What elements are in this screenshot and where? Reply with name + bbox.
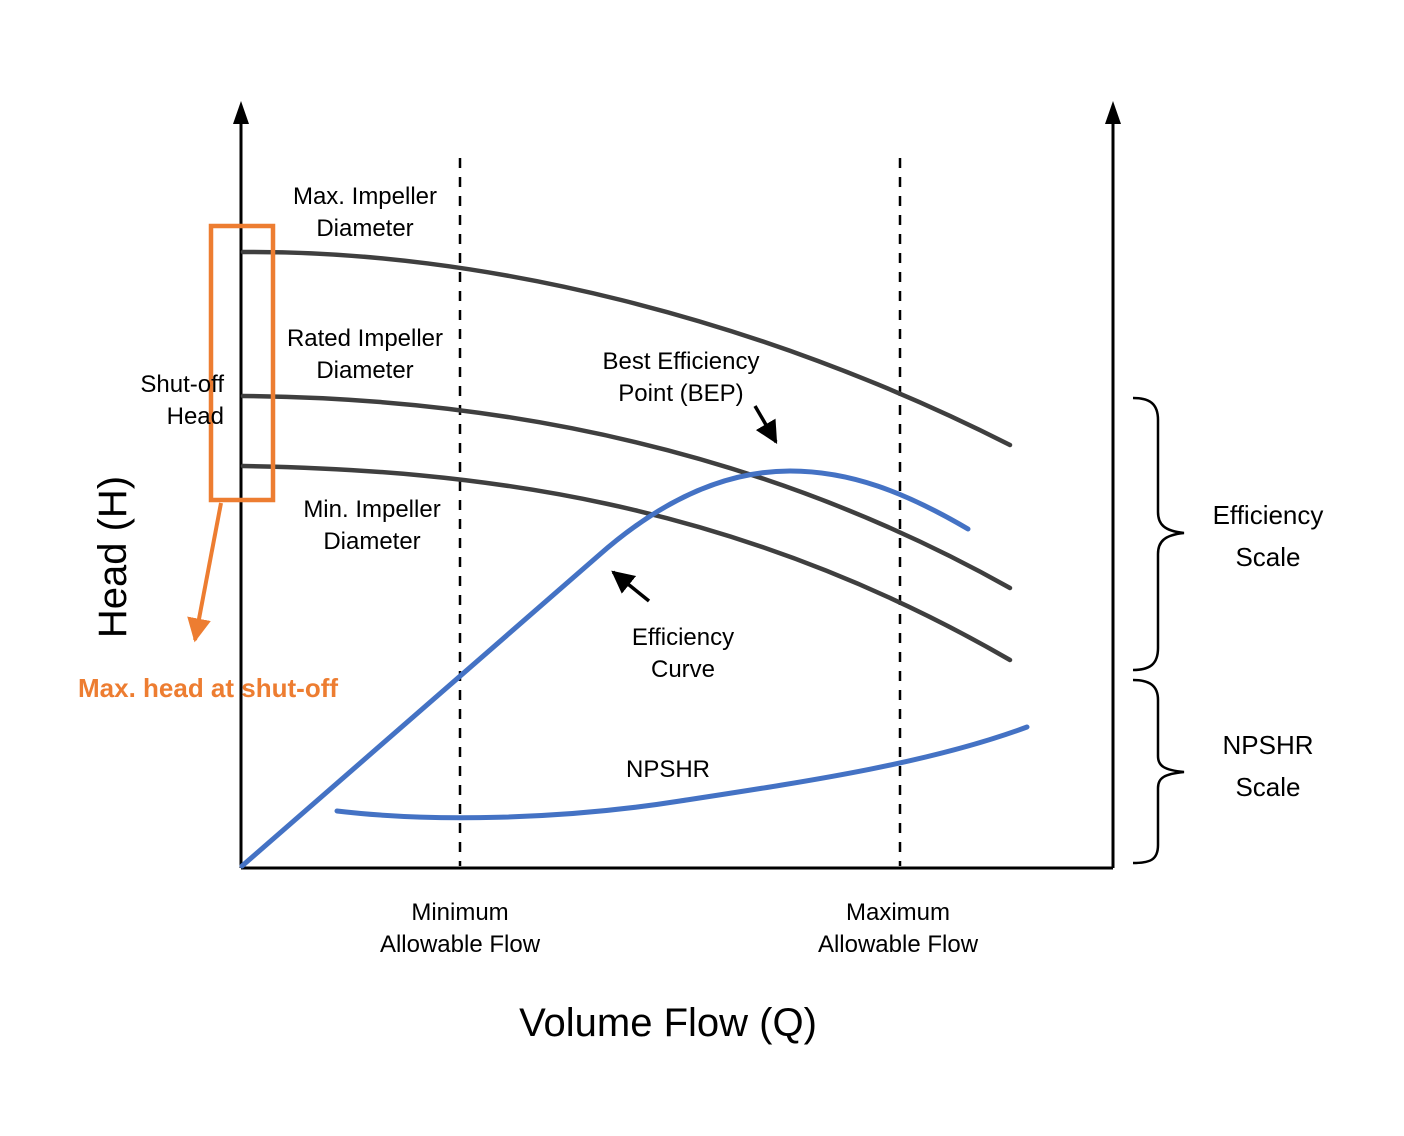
max-impeller-label-line1: Max. Impeller	[293, 183, 437, 210]
x-axis-title: Volume Flow (Q)	[519, 1001, 817, 1045]
min-allowable-flow-label-line2: Allowable Flow	[380, 931, 541, 958]
rated-impeller-curve	[240, 393, 1013, 591]
efficiency-scale-brace	[1132, 396, 1185, 672]
min-impeller-label-line2: Diameter	[323, 528, 420, 555]
max-impeller-label-line2: Diameter	[316, 215, 413, 242]
npshr-curve-label: NPSHR	[626, 756, 710, 783]
shut-off-head-label-line1: Shut-off	[140, 371, 224, 398]
y-axis-left-arrowhead-icon	[233, 101, 249, 124]
y-axis-title: Head (H)	[91, 476, 135, 638]
npshr-scale-label-line2: Scale	[1235, 772, 1300, 802]
shut-off-head-label-line2: Head	[167, 403, 224, 430]
max-allowable-flow-label-line1: Maximum	[846, 899, 950, 926]
bep-label-line2: Point (BEP)	[618, 380, 743, 407]
efficiency-curve	[239, 468, 971, 869]
npshr-scale-brace	[1132, 678, 1185, 865]
min-impeller-label-line1: Min. Impeller	[303, 496, 440, 523]
min-allowable-flow-label-line1: Minimum	[411, 899, 508, 926]
efficiency-curve-label-line1: Efficiency	[632, 624, 734, 651]
max-impeller-curve	[240, 249, 1013, 448]
bep-label-line1: Best Efficiency	[603, 348, 760, 375]
max-allowable-flow-label-line2: Allowable Flow	[818, 931, 979, 958]
npshr-scale-label-line1: NPSHR	[1222, 730, 1313, 760]
min-impeller-curve	[240, 463, 1013, 663]
efficiency-curve-pointer-arrow	[611, 570, 651, 603]
efficiency-curve-label-line2: Curve	[651, 656, 715, 683]
efficiency-scale-label-line1: Efficiency	[1213, 500, 1324, 530]
shut-off-head-highlight-box	[208, 223, 276, 503]
rated-impeller-label-line1: Rated Impeller	[287, 325, 443, 352]
efficiency-scale-label-line2: Scale	[1235, 542, 1300, 572]
max-head-at-shut-off-label: Max. head at shut-off	[78, 673, 338, 703]
rated-impeller-label-line2: Diameter	[316, 357, 413, 384]
npshr-curve	[334, 724, 1030, 821]
shut-off-callout-arrow	[187, 502, 223, 643]
y-axis-right-arrowhead-icon	[1105, 101, 1121, 124]
bep-pointer-arrow	[753, 405, 778, 444]
